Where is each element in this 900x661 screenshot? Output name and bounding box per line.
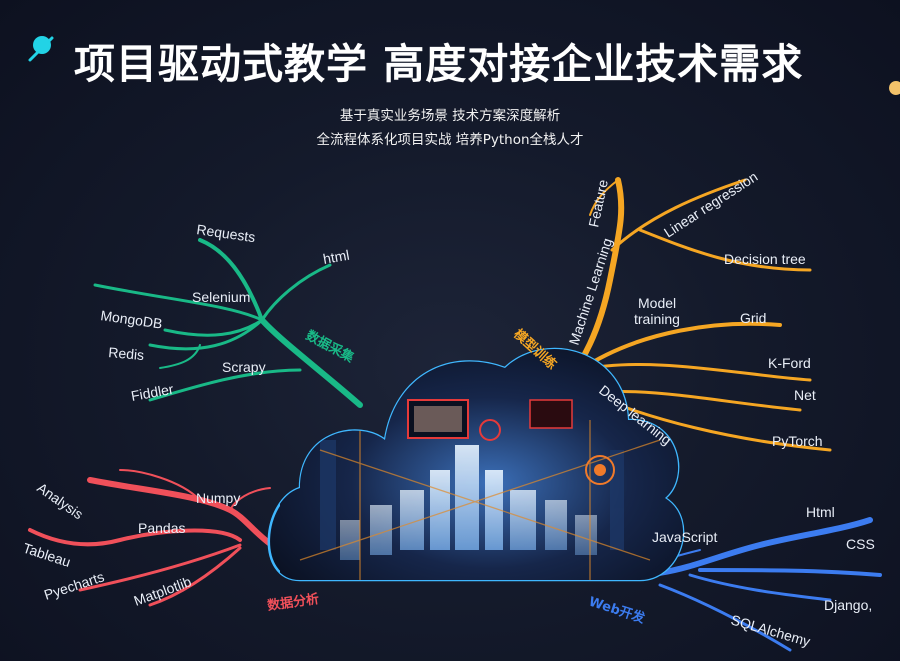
- leaf-html: html: [322, 247, 351, 267]
- leaf-k-ford: K-Ford: [768, 355, 811, 371]
- leaf-analysis: Analysis: [34, 479, 86, 522]
- leaf-css: CSS: [846, 536, 875, 552]
- leaf-mongodb: MongoDB: [100, 307, 164, 332]
- leaf-feature: Feature: [585, 178, 611, 229]
- subtitle-line-1: 基于真实业务场景 技术方案深度解析: [339, 108, 561, 124]
- leaf-numpy: Numpy: [196, 490, 240, 506]
- leaf-matplotlib: Matplotlib: [132, 573, 194, 609]
- subtitle-line-2: 全流程体系化项目实战 培养Python全栈人才: [316, 132, 584, 148]
- branch-data-analysis: [28, 469, 303, 607]
- accent-line: [28, 36, 54, 62]
- accent-dot-icon: [33, 36, 51, 54]
- leaf-grid: Grid: [740, 310, 766, 326]
- leaf-pandas: Pandas: [138, 520, 185, 536]
- leaf-pytorch: PyTorch: [772, 433, 823, 449]
- leaf-training: training: [634, 311, 680, 327]
- leaf-redis: Redis: [108, 344, 145, 363]
- branch-data-collection: [93, 238, 363, 408]
- branch-model-training: [552, 177, 832, 452]
- accent-dot-icon: [889, 81, 900, 95]
- leaf-html-web: Html: [806, 504, 835, 520]
- leaf-fiddler: Fiddler: [130, 381, 175, 404]
- leaf-tableau: Tableau: [21, 540, 73, 570]
- leaf-django: Django,: [824, 597, 872, 613]
- leaf-selenium: Selenium: [192, 289, 250, 305]
- leaf-javascript: JavaScript: [652, 529, 717, 545]
- leaf-scrapy: Scrapy: [222, 359, 266, 375]
- leaf-net: Net: [794, 387, 816, 403]
- branch-label-web-dev: Web开发: [587, 594, 648, 627]
- leaf-model: Model: [638, 295, 676, 311]
- page-title: 项目驱动式教学 高度对接企业技术需求: [74, 40, 804, 88]
- leaf-linear-regression: Linear regression: [661, 168, 760, 240]
- leaf-sqlalchemy: SQLAlchemy: [729, 612, 812, 650]
- leaf-pyecharts: Pyecharts: [42, 568, 106, 602]
- leaf-decision-tree: Decision tree: [724, 251, 806, 267]
- branch-label-data-analysis: 数据分析: [266, 591, 320, 614]
